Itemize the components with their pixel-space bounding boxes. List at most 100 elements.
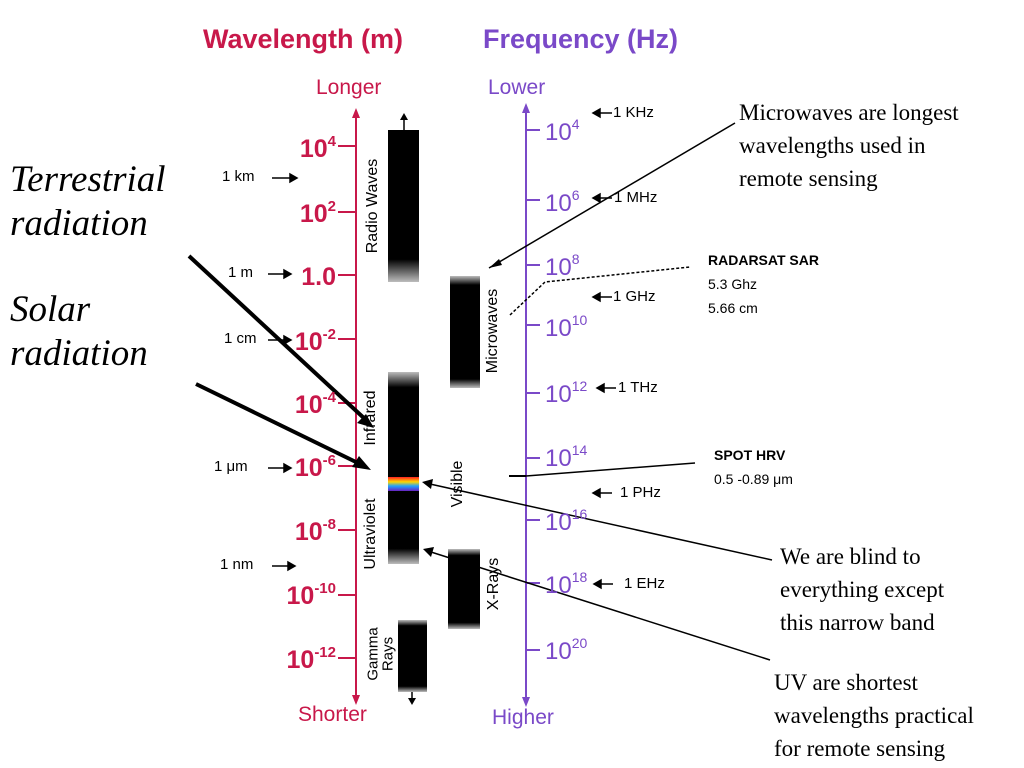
frequency-tick-exponent: 18: [572, 569, 588, 585]
wavelength-tick-label: 10-6: [295, 452, 336, 482]
unit-label-1km: 1 km: [222, 168, 255, 185]
wavelength-unit-arrows: [268, 172, 299, 572]
solar-line-1: Solar: [10, 289, 91, 330]
terrestrial-radiation-label: Terrestrial radiation: [10, 158, 166, 246]
frequency-axis-bottom-arrow: [522, 697, 530, 707]
shorter-label: Shorter: [298, 703, 367, 726]
frequency-tick-label: 108: [545, 251, 580, 281]
frequency-tick-label: 106: [545, 187, 580, 217]
radarsat-title: RADARSAT SAR: [708, 252, 819, 268]
frequency-header: Frequency (Hz): [483, 24, 679, 54]
frequency-tick-base: 10: [545, 254, 572, 281]
wavelength-tick-base: 10: [300, 135, 328, 163]
frequency-tick-label: 1016: [545, 506, 587, 536]
radio-waves-bar: [388, 130, 419, 282]
wavelength-tick-base: 10: [287, 646, 315, 674]
wavelength-tick-exponent: -10: [314, 580, 336, 597]
wavelength-tick-base: 10: [295, 454, 323, 482]
unit-label-1ghz: 1 GHz: [613, 288, 656, 305]
frequency-tick-exponent: 4: [572, 116, 580, 132]
radio-waves-top-arrow: [400, 113, 408, 120]
unit-label-1mhz: 1 MHz: [614, 189, 658, 206]
radarsat-note: RADARSAT SAR 5.3 Ghz 5.66 cm: [708, 248, 819, 320]
gamma-rays-bottom-arrow: [408, 698, 416, 705]
gamma-rays-bar: [398, 620, 427, 692]
uv-note-line-2: wavelengths practical: [774, 703, 974, 728]
frequency-tick-base: 10: [545, 445, 572, 472]
blind-note-line-3: this narrow band: [780, 610, 935, 635]
frequency-tick-exponent: 14: [572, 442, 588, 458]
unit-label-1khz: 1 KHz: [613, 104, 654, 121]
wavelength-tick-base: 10: [295, 518, 323, 546]
band-label-infrared: Infrared: [362, 390, 379, 446]
radarsat-wavelength: 5.66 cm: [708, 300, 758, 316]
frequency-tick-exponent: 20: [572, 635, 588, 651]
frequency-tick-label: 1018: [545, 569, 587, 599]
wavelength-tick-label: 1.0: [301, 263, 336, 291]
frequency-tick-exponent: 12: [572, 378, 588, 394]
frequency-tick-exponent: 6: [572, 187, 580, 203]
annotation-lines: [187, 122, 773, 661]
wavelength-tick-exponent: -8: [323, 516, 336, 533]
frequency-tick-base: 10: [545, 572, 572, 599]
frequency-tick-label: 1012: [545, 378, 587, 408]
unit-label-1phz: 1 PHz: [620, 484, 661, 501]
frequency-tick-exponent: 16: [572, 506, 588, 522]
wavelength-tick-exponent: -2: [323, 326, 336, 343]
terrestrial-line-1: Terrestrial: [10, 159, 166, 200]
microwaves-note-line-1: Microwaves are longest: [739, 100, 959, 125]
wavelength-tick-exponent: -4: [323, 389, 337, 406]
microwaves-note: Microwaves are longest wavelengths used …: [739, 96, 959, 195]
terrestrial-line-2: radiation: [10, 203, 148, 244]
frequency-tick-base: 10: [545, 381, 572, 408]
wavelength-tick-base: 10: [287, 582, 315, 610]
unit-label-1nm: 1 nm: [220, 556, 254, 573]
frequency-tick-label: 104: [545, 116, 580, 146]
visible-stripe: [388, 477, 419, 491]
wavelength-tick-label: 10-12: [287, 644, 337, 674]
unit-label-1cm: 1 cm: [224, 330, 257, 347]
unit-label-1ehz: 1 EHz: [624, 575, 665, 592]
band-label-microwaves: Microwaves: [484, 288, 501, 374]
wavelength-tick-label: 104: [300, 133, 337, 163]
frequency-tick-label: 1014: [545, 442, 587, 472]
wavelength-tick-label: 10-2: [295, 326, 336, 356]
frequency-tick-base: 10: [545, 315, 572, 342]
band-label-ultraviolet: Ultraviolet: [362, 498, 379, 570]
band-label-rays: Rays: [379, 636, 397, 672]
frequency-axis-ticks: [526, 129, 540, 651]
uv-note-line-1: UV are shortest: [774, 670, 918, 695]
microwaves-note-line-3: remote sensing: [739, 166, 878, 191]
wavelength-tick-base: 10: [295, 391, 323, 419]
wavelength-tick-exponent: 4: [328, 133, 337, 150]
wavelength-tick-base: 1.0: [301, 263, 336, 291]
unit-label-1m: 1 m: [228, 264, 254, 281]
microwaves-bar: [450, 276, 480, 388]
spot-range: 0.5 -0.89 μm: [714, 471, 793, 487]
unit-label-1thz: 1 THz: [618, 379, 658, 396]
wavelength-tick-label: 10-8: [295, 516, 336, 546]
solar-radiation-label: Solar radiation: [10, 288, 148, 376]
spot-title: SPOT HRV: [714, 447, 786, 463]
radarsat-frequency: 5.3 Ghz: [708, 276, 758, 292]
unit-label-1um: 1 μm: [214, 458, 248, 475]
lower-label: Lower: [488, 76, 546, 99]
uv-note-line-3: for remote sensing: [774, 736, 946, 761]
wavelength-tick-base: 10: [295, 328, 323, 356]
wavelength-tick-exponent: -6: [323, 452, 336, 469]
wavelength-axis-bottom-arrow: [352, 695, 360, 705]
frequency-tick-base: 10: [545, 190, 572, 217]
frequency-tick-label: 1010: [545, 312, 587, 342]
microwaves-note-line-2: wavelengths used in: [739, 133, 926, 158]
frequency-tick-exponent: 10: [572, 312, 588, 328]
band-label-xrays: X-Rays: [485, 557, 502, 611]
wavelength-tick-label: 102: [300, 198, 336, 228]
wavelength-tick-exponent: 2: [328, 198, 336, 215]
blind-note-line-1: We are blind to: [780, 544, 921, 569]
wavelength-axis-top-arrow: [352, 108, 360, 118]
longer-label: Longer: [316, 76, 382, 99]
frequency-tick-label: 1020: [545, 635, 587, 665]
